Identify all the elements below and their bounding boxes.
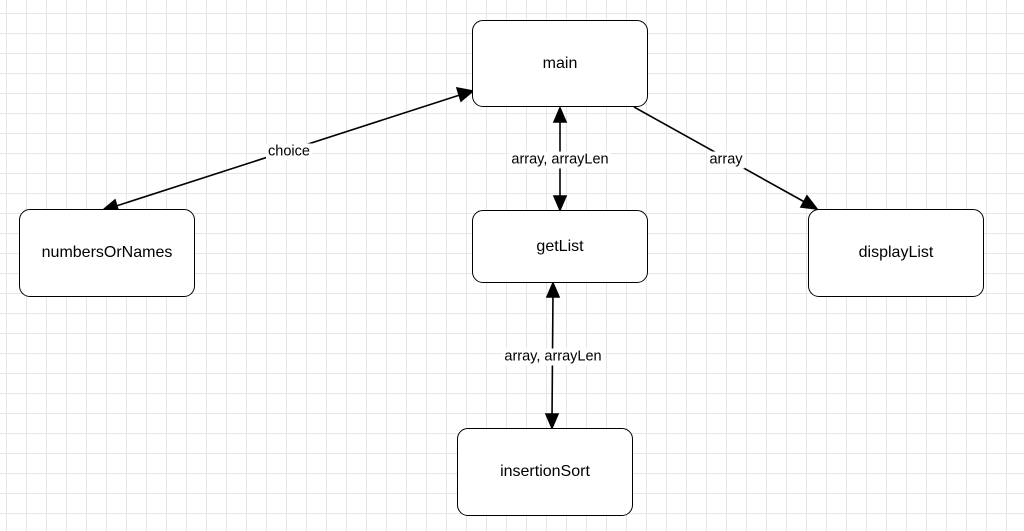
node-insertionSort-label: insertionSort bbox=[500, 463, 590, 480]
node-numbersOrNames[interactable]: numbersOrNames bbox=[19, 209, 195, 297]
node-displayList[interactable]: displayList bbox=[808, 209, 984, 297]
node-getList[interactable]: getList bbox=[472, 210, 648, 283]
edge-label-array: array bbox=[707, 151, 745, 169]
arrowhead-to-displayList bbox=[799, 194, 819, 211]
arrowhead-to-getList bbox=[552, 195, 568, 213]
edge-label-choice: choice bbox=[266, 143, 312, 161]
node-getList-label: getList bbox=[536, 237, 584, 255]
node-insertionSort[interactable]: insertionSort bbox=[457, 428, 633, 516]
node-main-label: main bbox=[542, 54, 578, 72]
arrowhead-to-getList-from-insertionSort bbox=[545, 280, 561, 298]
node-main[interactable]: main bbox=[472, 20, 648, 107]
arrowhead-to-main-from-getList bbox=[552, 105, 568, 123]
edge-label-main-getList: array, arrayLen bbox=[509, 151, 611, 169]
node-displayList-label: displayList bbox=[858, 244, 934, 261]
node-numbersOrNames-label: numbersOrNames bbox=[41, 244, 173, 261]
arrowhead-to-main bbox=[455, 86, 475, 103]
edge-label-getList-insertionSort: array, arrayLen bbox=[502, 348, 604, 366]
arrowhead-to-insertionSort bbox=[544, 413, 560, 431]
